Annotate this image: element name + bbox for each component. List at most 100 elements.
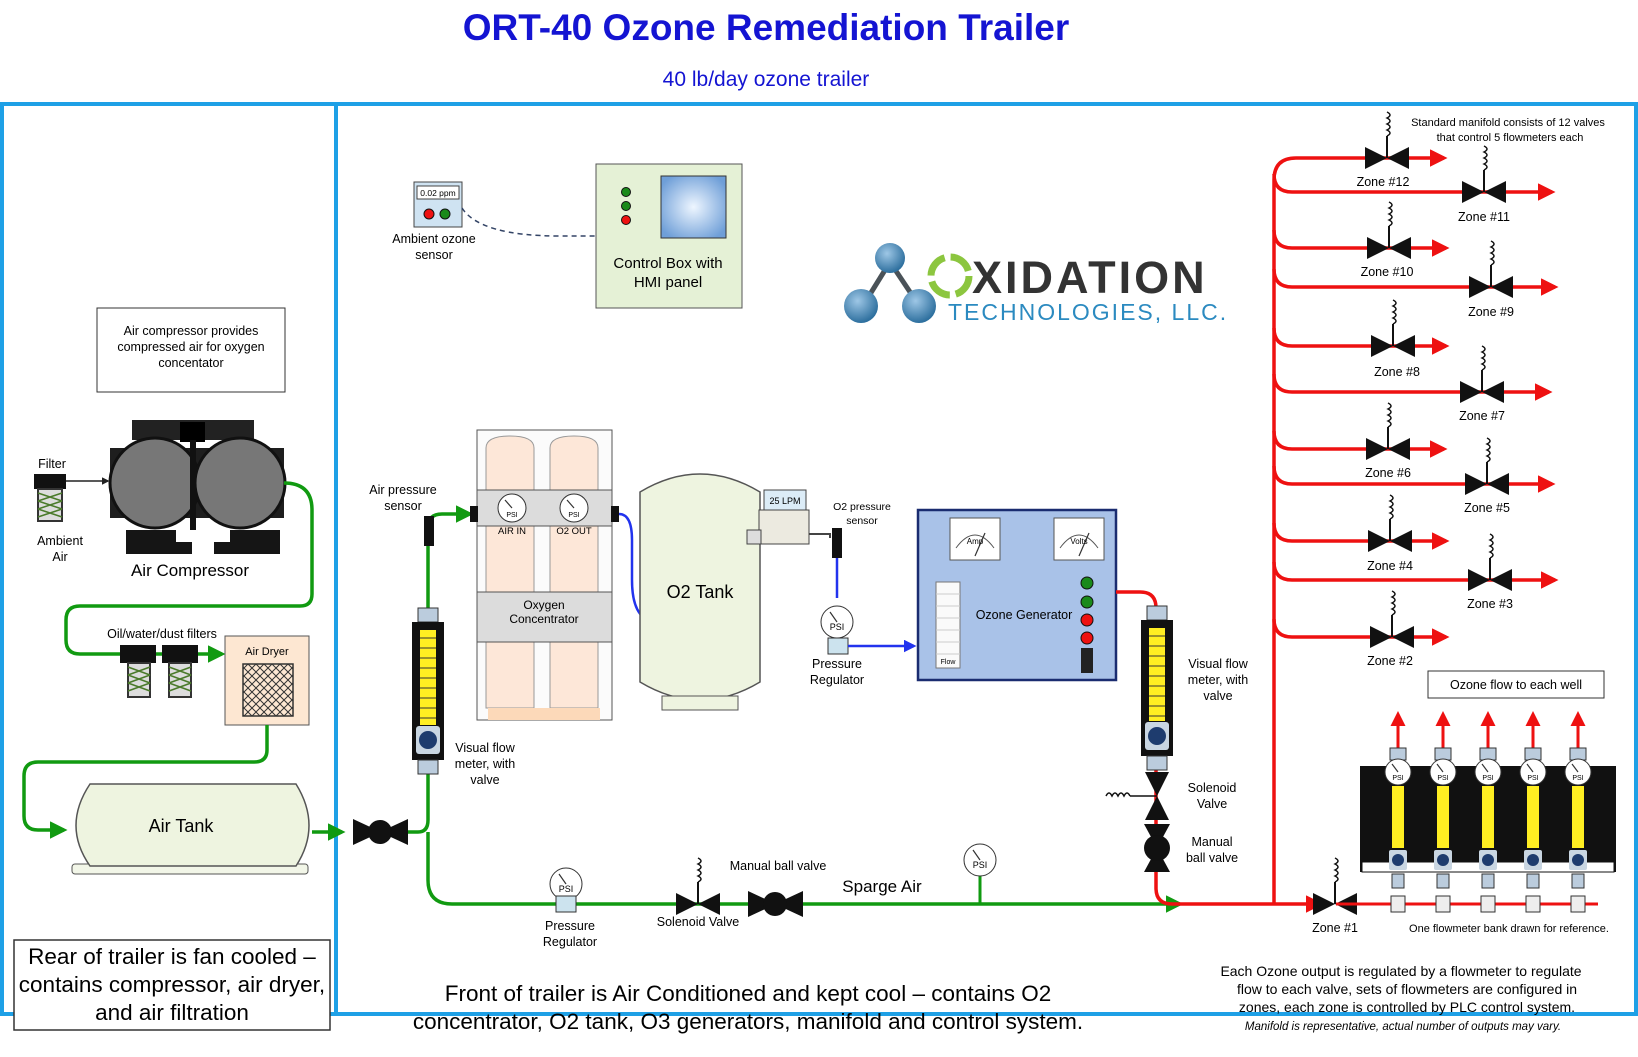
zone-valve: [1364, 111, 1410, 170]
sparge-pressure-regulator: [549, 867, 583, 913]
o2-flow-meter: [746, 489, 831, 545]
o2-pressure-regulator: [820, 605, 854, 655]
zone-valve: [1464, 437, 1510, 496]
ambient-label-2: Air: [52, 550, 67, 564]
ozone-sensor-label-1: Ambient ozone: [392, 232, 475, 246]
gauge-psi-o2-out: PSI: [568, 512, 579, 519]
bank-flowmeter-unit: PSI: [1384, 711, 1412, 913]
filters-label: Oil/water/dust filters: [107, 627, 217, 641]
sensor-signal-wire: [461, 207, 596, 237]
o2-regulator-psi: PSI: [830, 622, 845, 632]
solenoid-label-1: Solenoid: [1188, 781, 1237, 795]
zone-branch-line: [1272, 373, 1553, 401]
zone-label: Zone #12: [1357, 175, 1410, 189]
ozone-manual-ball-valve: [1144, 824, 1170, 872]
sparge-gauge-psi: PSI: [973, 860, 988, 870]
zone-label: Zone #5: [1464, 501, 1510, 515]
bank-gauge-psi: PSI: [1527, 775, 1538, 782]
ozone-flow-label-box: [1427, 670, 1605, 699]
zone-valve: [1365, 402, 1411, 461]
zone-branch-line: [1272, 268, 1559, 296]
filter-label: Filter: [38, 457, 66, 471]
sparge-solenoid-label: Solenoid Valve: [657, 915, 740, 929]
compressor-note-box: [96, 307, 286, 393]
oxidation-technologies-logo: XIDATION TECHNOLOGIES, LLC.: [844, 243, 1228, 325]
manifold-note-1: Standard manifold consists of 12 valves: [1411, 117, 1605, 129]
control-box-label-1: Control Box with: [613, 255, 722, 272]
bank-gauge-psi: PSI: [1437, 775, 1448, 782]
manual-ball-valve-label: Manual ball valve: [730, 859, 827, 873]
sparge-pressure-gauge: [963, 843, 997, 904]
ozone-solenoid-valve: [1105, 772, 1169, 820]
control-box-label-2: HMI panel: [634, 274, 702, 291]
air-line-dryer-to-tank: [22, 725, 269, 839]
bank-gauge-psi: PSI: [1392, 775, 1403, 782]
o2-sensor-label-2: sensor: [846, 515, 878, 527]
air-flowmeter: [412, 607, 444, 775]
ambient-label-1: Ambient: [37, 534, 83, 548]
zone-branch-line: [1272, 522, 1450, 550]
manual-valve-label-2: ball valve: [1186, 851, 1238, 865]
manifold-desc-1: Each Ozone output is regulated by a flow…: [1220, 963, 1581, 979]
compressor-note-3: concentator: [158, 356, 223, 370]
zone-label: Zone #9: [1468, 305, 1514, 319]
concentrator-label-2: Concentrator: [509, 612, 578, 626]
o2-tank-label: O2 Tank: [667, 582, 735, 602]
svg-text:XIDATION: XIDATION: [972, 252, 1208, 303]
manifold-note-2: that control 5 flowmeters each: [1437, 132, 1584, 144]
zone-valve: [1367, 494, 1413, 553]
zone-label: Zone #6: [1365, 466, 1411, 480]
air-tank-label: Air Tank: [149, 816, 215, 836]
zone-label: Zone #4: [1367, 559, 1413, 573]
right-flowmeter-label-2: meter, with: [1188, 673, 1248, 687]
bank-note: One flowmeter bank drawn for reference.: [1409, 923, 1609, 935]
sparge-regulator-label-2: Regulator: [543, 935, 597, 949]
sparge-regulator-psi: PSI: [559, 884, 574, 894]
air-line-compressor-out: [64, 481, 314, 663]
zone-valve: [1459, 345, 1505, 404]
gauge-psi-air-in: PSI: [506, 512, 517, 519]
o2-regulator-label-1: Pressure: [812, 657, 862, 671]
sparge-air-line: [426, 832, 1184, 913]
air-pressure-sensor: [424, 516, 434, 546]
zone-label: Zone #8: [1374, 365, 1420, 379]
svg-text:TECHNOLOGIES, LLC.: TECHNOLOGIES, LLC.: [948, 299, 1228, 325]
ozone-flowmeter: [1141, 605, 1173, 771]
manifold-disclaimer: Manifold is representative, actual numbe…: [1245, 1021, 1561, 1033]
rear-note-box: [13, 939, 331, 1031]
o2-sensor-label-1: O2 pressure: [833, 501, 891, 513]
zone-valve: [1366, 201, 1412, 260]
zone-label: Zone #3: [1467, 597, 1513, 611]
sparge-regulator-label-1: Pressure: [545, 919, 595, 933]
ozone-generator-label: Ozone Generator: [976, 608, 1073, 622]
bank-flowmeter-unit: PSI: [1564, 711, 1592, 913]
zone-branch-line: [1272, 173, 1556, 201]
compressor-label: Air Compressor: [131, 561, 249, 580]
zone-branch-line: [1272, 561, 1559, 589]
zone-valve: [1467, 533, 1513, 592]
zone-valve: [1369, 590, 1415, 649]
zone-branch-line: [1272, 430, 1448, 458]
zone-label: Zone #11: [1458, 210, 1510, 224]
rear-note: Rear of trailer is fan cooled – contains…: [18, 944, 326, 1025]
intake-filter: [34, 474, 66, 522]
ambient-ozone-sensor: [413, 181, 463, 228]
bank-flowmeter-unit: PSI: [1429, 711, 1457, 913]
ozone-sensor-label-2: sensor: [415, 248, 453, 262]
gauge-o2-out-label: O2 OUT: [556, 526, 592, 537]
zone-branch-line: [1272, 465, 1556, 493]
zone-branch-line: [1272, 229, 1450, 257]
air-compressor: [108, 420, 287, 554]
oxygen-concentrator: [470, 429, 619, 721]
right-flowmeter-label-3: valve: [1203, 689, 1232, 703]
zone-label: Zone #2: [1367, 654, 1413, 668]
zone-label: Zone #7: [1459, 409, 1505, 423]
compressor-note-1: Air compressor provides: [124, 324, 259, 338]
flow-display-text: 25 LPM: [769, 496, 800, 506]
manifold-desc-2: flow to each valve, sets of flowmeters a…: [1237, 981, 1577, 997]
left-flowmeter-label-2: meter, with: [455, 757, 515, 771]
gauge-air-in-label: AIR IN: [498, 526, 526, 537]
bank-gauge-psi: PSI: [1572, 775, 1583, 782]
o2-line-concentrator-to-tank: [618, 512, 643, 617]
dryer-label: Air Dryer: [245, 646, 289, 658]
